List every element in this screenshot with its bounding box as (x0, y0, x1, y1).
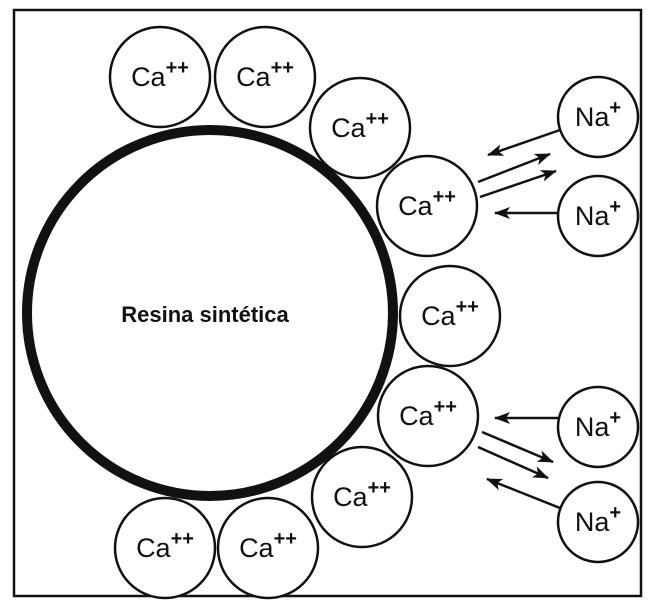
diagram-frame (12, 8, 643, 598)
svg-text:Ca++: Ca++ (333, 477, 391, 512)
svg-text:Ca++: Ca++ (239, 528, 297, 563)
arrow (477, 152, 551, 184)
calcium-charge: ++ (456, 296, 479, 318)
arrow (477, 445, 549, 480)
exchange-arrows-upper (477, 128, 561, 219)
calcium-symbol: Ca (331, 113, 366, 143)
calcium-symbol: Ca (333, 482, 368, 512)
svg-text:Ca++: Ca++ (421, 296, 479, 331)
calcium-charge: ++ (274, 528, 297, 550)
sodium-ion: Na+ (556, 174, 640, 258)
calcium-symbol: Ca (131, 62, 166, 92)
calcium-charge: ++ (434, 396, 457, 418)
calcium-ion: Ca++ (108, 25, 212, 129)
calcium-symbol: Ca (399, 401, 434, 431)
sodium-charge: + (609, 407, 621, 429)
calcium-ion: Ca++ (113, 496, 217, 600)
calcium-symbol: Ca (398, 191, 433, 221)
svg-text:Ca++: Ca++ (236, 57, 294, 92)
sodium-ion: Na+ (556, 480, 640, 564)
svg-text:Ca++: Ca++ (398, 186, 456, 221)
svg-text:Ca++: Ca++ (399, 396, 457, 431)
svg-text:Na+: Na+ (575, 407, 621, 442)
exchange-arrows-lower (477, 412, 561, 510)
calcium-charge: ++ (366, 108, 389, 130)
calcium-symbol: Ca (136, 533, 171, 563)
calcium-symbol: Ca (236, 62, 271, 92)
sodium-symbol: Na (575, 412, 610, 442)
calcium-ion: Ca++ (216, 496, 320, 600)
calcium-charge: ++ (171, 528, 194, 550)
sodium-ion: Na+ (556, 385, 640, 469)
sodium-ion: Na+ (556, 75, 640, 159)
calcium-ion: Ca++ (375, 154, 479, 258)
svg-text:Na+: Na+ (575, 502, 621, 537)
calcium-charge: ++ (271, 57, 294, 79)
calcium-ion: Ca++ (376, 364, 480, 468)
svg-text:Na+: Na+ (575, 196, 621, 231)
sodium-symbol: Na (575, 102, 610, 132)
svg-text:Ca++: Ca++ (131, 57, 189, 92)
calcium-ion: Ca++ (213, 25, 317, 129)
calcium-charge: ++ (433, 186, 456, 208)
sodium-symbol: Na (575, 507, 610, 537)
calcium-ion: Ca++ (398, 264, 502, 368)
resin-label: Resina sintética (121, 302, 289, 327)
calcium-ion: Ca++ (310, 445, 414, 549)
sodium-charge: + (609, 502, 621, 524)
calcium-ion: Ca++ (308, 76, 412, 180)
calcium-charge: ++ (368, 477, 391, 499)
resin-bead (22, 125, 398, 501)
svg-text:Na+: Na+ (575, 97, 621, 132)
calcium-charge: ++ (166, 57, 189, 79)
calcium-symbol: Ca (421, 301, 456, 331)
svg-text:Ca++: Ca++ (331, 108, 389, 143)
arrow (479, 169, 557, 199)
svg-text:Ca++: Ca++ (136, 528, 194, 563)
calcium-symbol: Ca (239, 533, 274, 563)
arrow (487, 128, 561, 157)
sodium-charge: + (609, 196, 621, 218)
arrow (481, 430, 554, 464)
sodium-symbol: Na (575, 201, 610, 231)
arrow (486, 477, 561, 510)
sodium-charge: + (609, 97, 621, 119)
